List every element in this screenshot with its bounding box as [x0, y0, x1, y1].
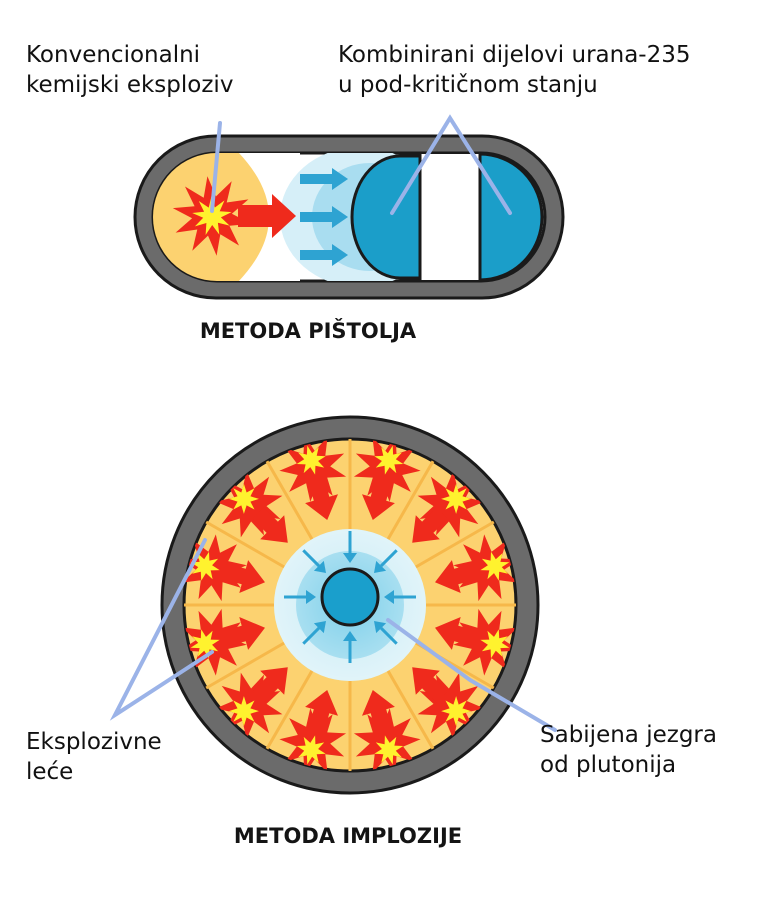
lens-divider	[265, 460, 314, 540]
pointer-core	[386, 618, 557, 732]
implosion-inward-arrows	[284, 531, 416, 663]
uranium-projectile	[350, 154, 422, 280]
label-plutonium-core: Sabijena jezgra od plutonija	[540, 722, 717, 778]
lens-divider	[386, 460, 435, 540]
label-uranium-parts: Kombinirani dijelovi urana-235 u pod-kri…	[338, 42, 691, 98]
lens-divider	[205, 641, 285, 690]
gun-explosion-burst-icon	[172, 176, 252, 256]
pointer-uranium	[390, 114, 512, 215]
lens-dividers	[184, 439, 516, 771]
label-conventional-explosive: Konvencionalni kemijski eksploziv	[26, 42, 234, 98]
lens-burst-icon	[279, 439, 347, 520]
blue-arrow-icon	[300, 206, 348, 228]
lens-burst-icon	[353, 690, 421, 771]
lens-divider	[386, 670, 435, 750]
blue-arrow-icon	[300, 168, 348, 190]
caption-gun-method: METODA PIŠTOLJA	[199, 319, 417, 343]
label-explosive-lenses: Eksplozivne leće	[26, 729, 162, 785]
lens-burst-icon	[435, 608, 516, 676]
lens-burst-icon	[435, 534, 516, 602]
lens-burst-icon	[353, 439, 421, 520]
lens-divider	[415, 520, 495, 569]
pointer-lenses	[109, 538, 214, 721]
inward-arrow-icon	[384, 590, 416, 604]
lens-divider	[205, 520, 285, 569]
inward-arrow-icon	[302, 621, 326, 645]
lens-burst-icon	[279, 690, 347, 771]
lens-divider	[265, 670, 314, 750]
uranium-target	[478, 152, 544, 282]
blue-arrow-icon	[300, 244, 348, 266]
inward-arrow-icon	[374, 549, 398, 573]
inward-arrow-icon	[343, 531, 357, 563]
gun-type-device	[133, 134, 565, 300]
inward-arrow-icon	[343, 631, 357, 663]
pointer-lines	[109, 114, 557, 732]
pointer-explosive	[210, 121, 222, 213]
caption-implosion-method: METODA IMPLOZIJE	[233, 824, 463, 848]
lens-burst-icon	[184, 534, 265, 602]
gun-red-arrow-icon	[238, 194, 296, 238]
inward-arrow-icon	[374, 621, 398, 645]
gun-push-arrows	[300, 168, 348, 266]
plutonium-core	[320, 567, 380, 627]
inward-arrow-icon	[302, 549, 326, 573]
lens-burst-icon	[184, 608, 265, 676]
explosive-lens-bursts	[184, 439, 516, 771]
inward-arrow-icon	[284, 590, 316, 604]
gun-gap	[420, 154, 480, 280]
implosion-device	[160, 415, 540, 795]
